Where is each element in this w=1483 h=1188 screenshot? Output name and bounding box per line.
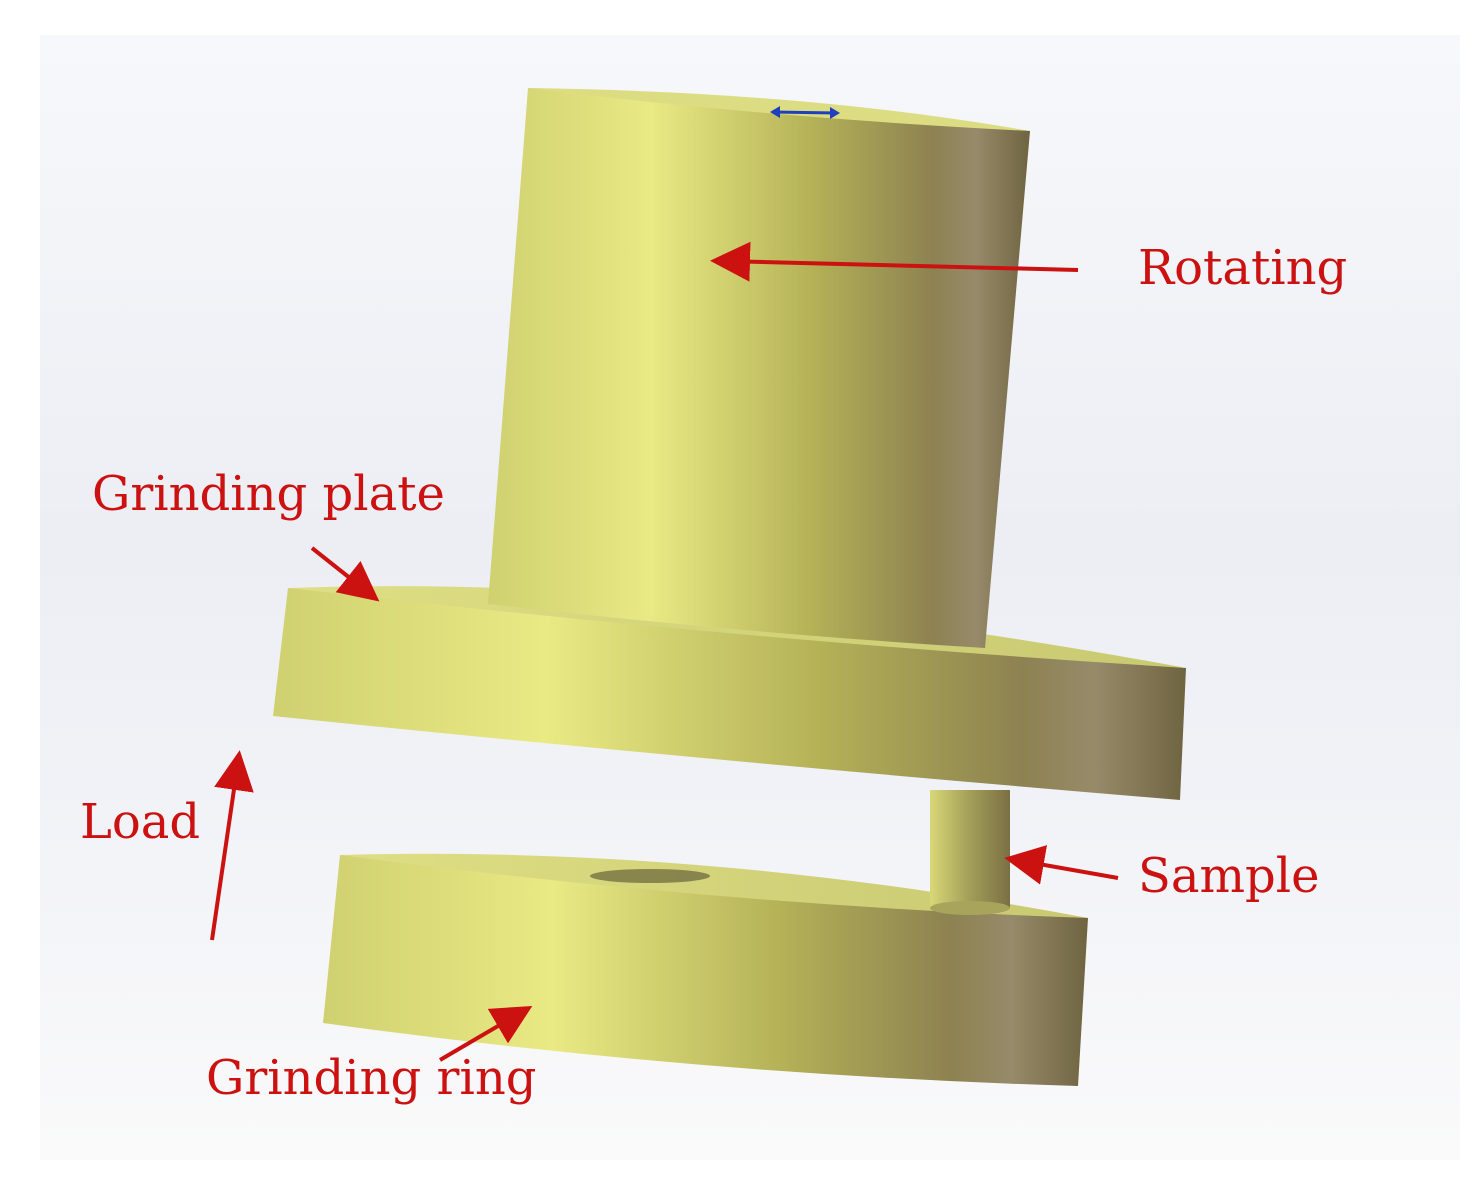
rotating-label: Rotating	[1138, 240, 1348, 296]
grinding-plate-arrow	[310, 546, 380, 602]
load-label: Load	[80, 794, 201, 850]
grinding-plate-label: Grinding plate	[92, 466, 445, 522]
grinding-ring-arrow	[438, 1005, 533, 1062]
ring-center-hole	[590, 869, 710, 883]
rotating-shaft-part	[488, 88, 1030, 648]
rotating-arrow	[710, 241, 1079, 282]
dimension-marker-icon	[770, 106, 840, 119]
sample-pin-part	[930, 790, 1010, 915]
load-arrow	[210, 750, 254, 941]
grinding-ring-label: Grinding ring	[206, 1050, 537, 1106]
sample-arrow	[1004, 845, 1119, 885]
sample-label: Sample	[1138, 848, 1320, 904]
